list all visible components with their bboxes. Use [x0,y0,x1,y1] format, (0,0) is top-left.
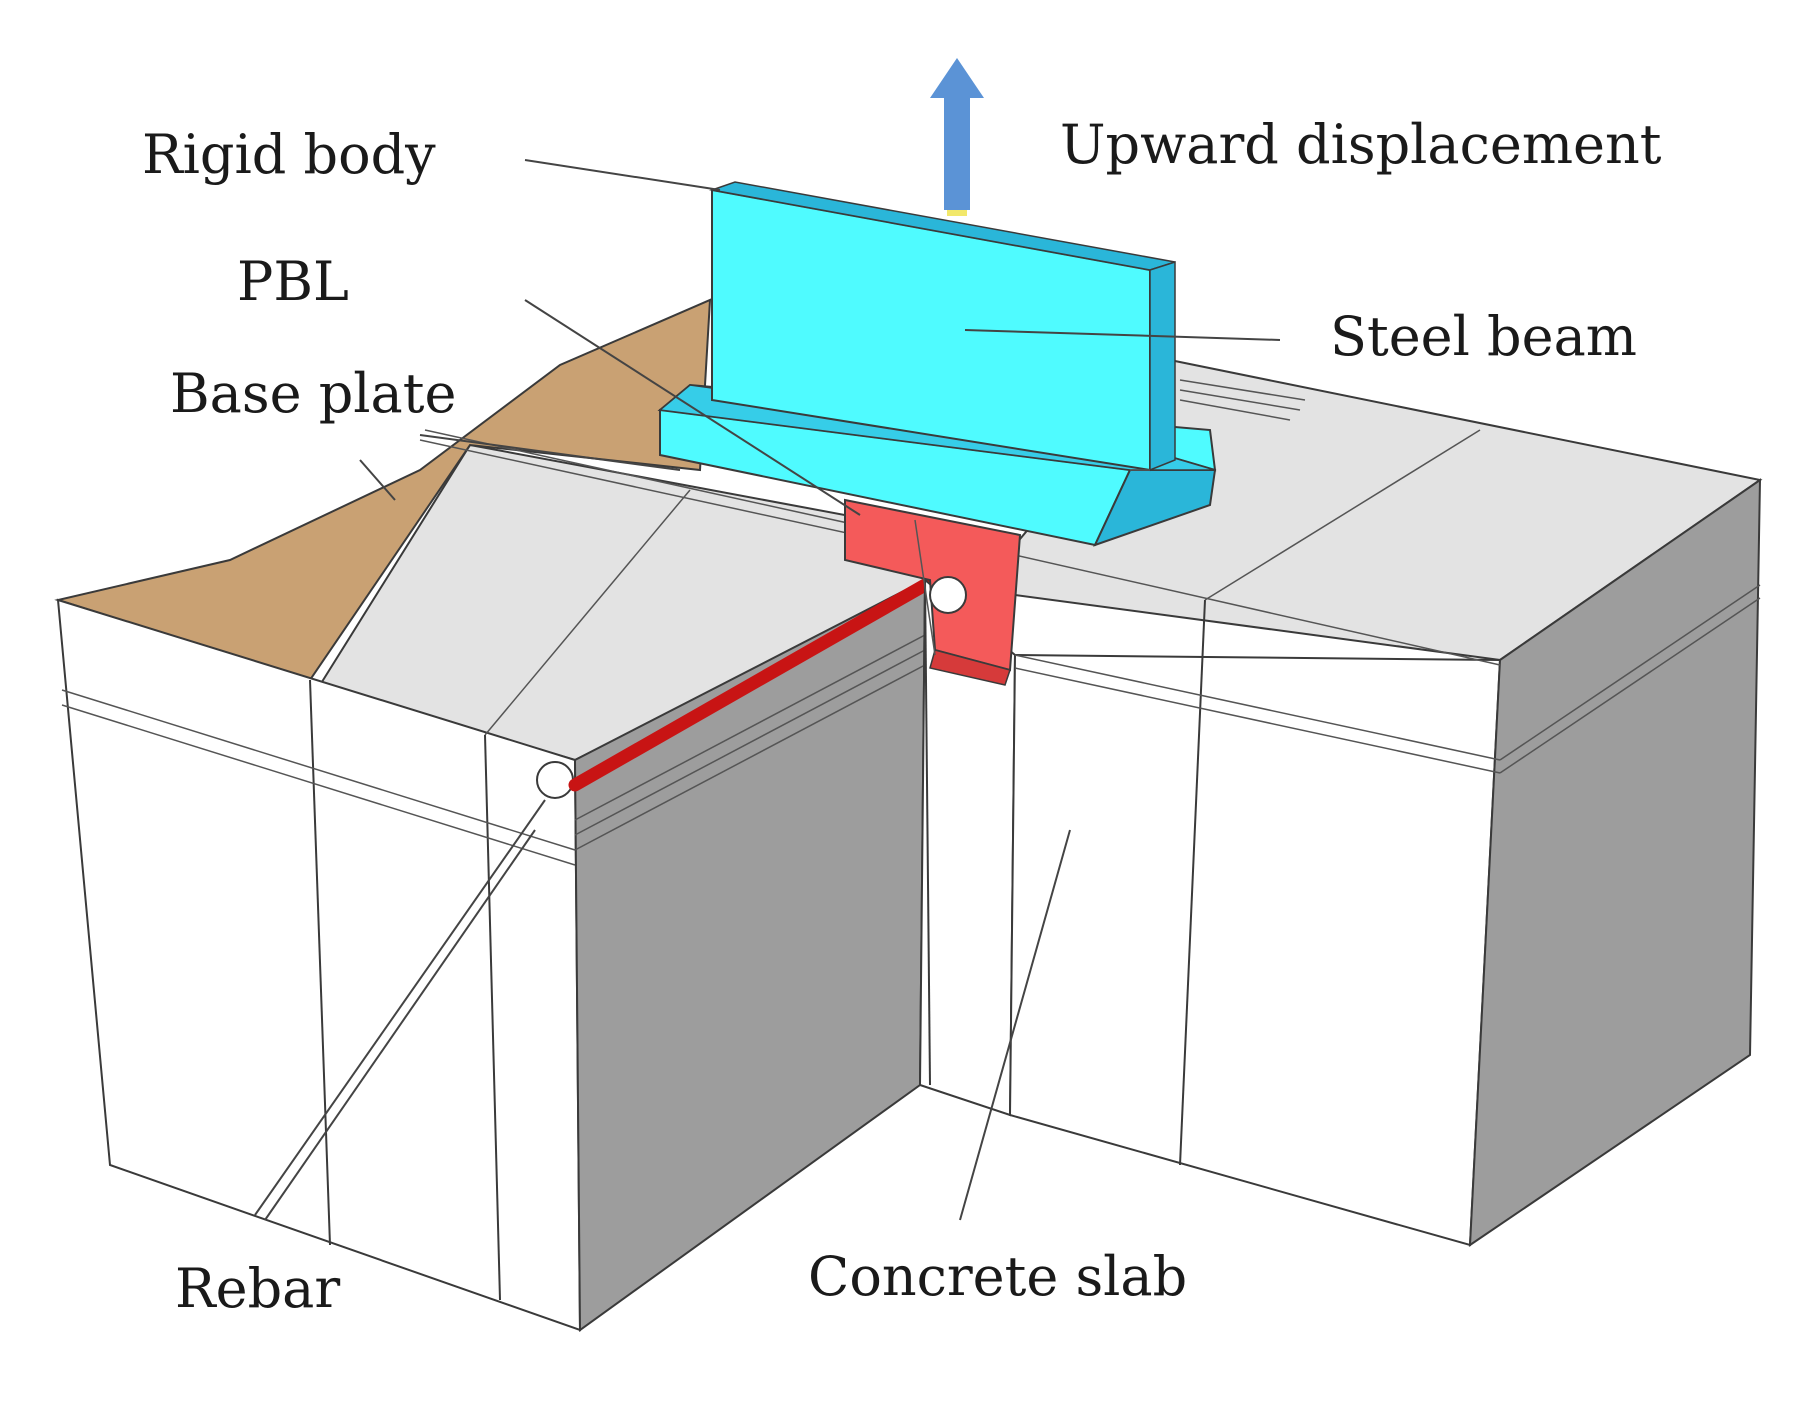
leader-concrete-slab [959,829,1071,1221]
leader-rigid-body [524,159,721,191]
pbl-bottom-lip [929,649,1011,686]
label-steel-beam: Steel beam [1330,305,1637,368]
left-concrete-block [54,298,937,1332]
label-base-plate: Base plate [170,362,457,425]
label-concrete-slab: Concrete slab [808,1245,1188,1308]
upward-arrow-icon [930,58,984,216]
leader-steel-beam [964,329,1281,341]
label-rebar: Rebar [175,1257,341,1320]
leader-rebar-1 [254,799,546,1216]
rebar-bar [568,578,932,792]
leader-rebar-2 [264,829,536,1221]
leader-base-plate-2 [359,459,396,501]
leader-base-plate [419,434,681,471]
leader-lines [254,159,1281,1221]
leader-pbl [524,299,861,516]
pbl-rebar-hole [929,576,967,614]
pbl-plate [844,498,1022,686]
steel-beam-web-side [1149,260,1176,472]
middle-concrete-slab [918,577,1017,1117]
right-block-side-face [1468,478,1762,1247]
label-upward-displacement: Upward displacement [1060,113,1662,176]
label-pbl: PBL [237,250,349,313]
label-rigid-body: Rigid body [142,123,436,186]
base-plate [54,298,712,682]
left-rebar-hole [536,761,574,799]
steel-beam [657,181,1217,547]
right-concrete-block [1008,358,1763,1247]
